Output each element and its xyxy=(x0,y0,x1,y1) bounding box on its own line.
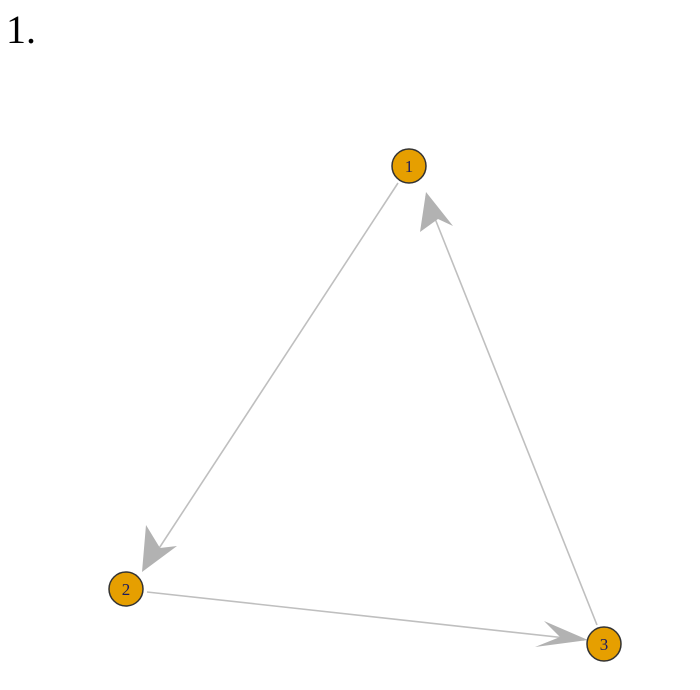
edge-1-to-2 xyxy=(153,182,399,557)
edge-2-to-3 xyxy=(146,591,585,641)
node-label-1: 1 xyxy=(405,157,414,176)
arrowhead-edge-3-to-1 xyxy=(420,192,453,232)
node-label-3: 3 xyxy=(600,635,609,654)
edges xyxy=(146,182,598,641)
node-label-2: 2 xyxy=(122,580,131,599)
edge-3-to-1 xyxy=(425,195,598,626)
arrowhead-edge-2-to-3 xyxy=(535,621,588,647)
arrowheads xyxy=(142,192,588,647)
graph-node-1: 1 xyxy=(391,148,427,184)
arrowhead-edge-1-to-2 xyxy=(142,525,177,572)
graph-node-2: 2 xyxy=(108,571,144,607)
graph-node-3: 3 xyxy=(586,626,622,662)
question-number: 1. xyxy=(6,7,36,52)
